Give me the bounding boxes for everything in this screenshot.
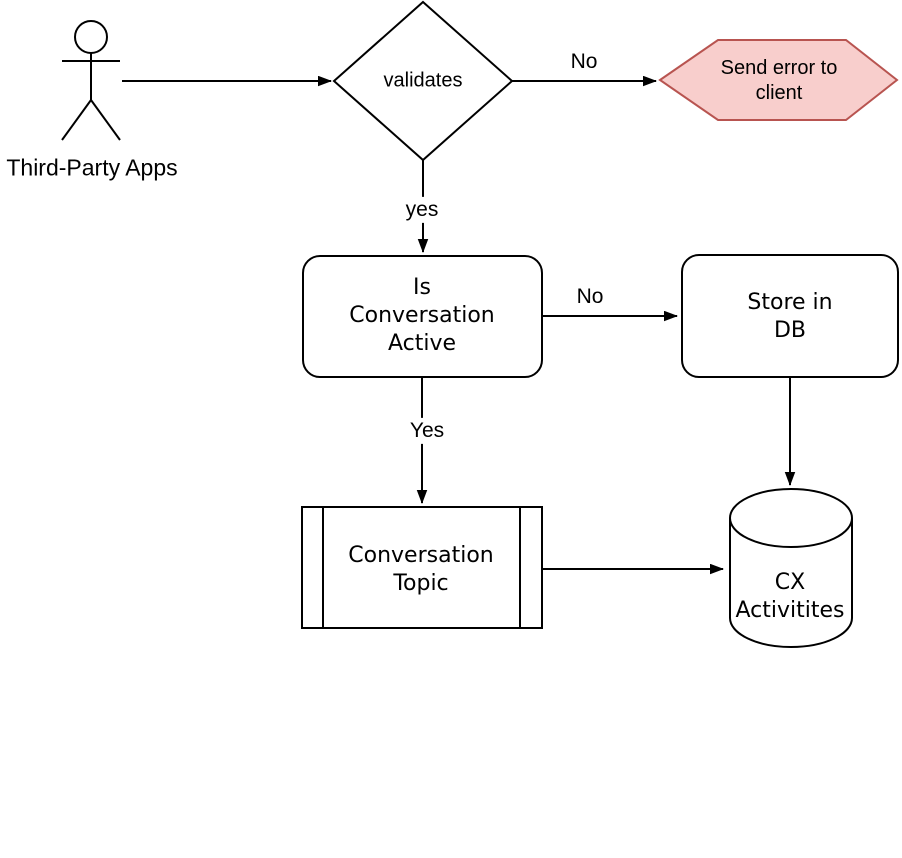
subprocess-conversation-topic-label: Conversation Topic xyxy=(348,543,494,596)
process-is-conversation-active-label: Is Conversation Active xyxy=(349,275,495,356)
edge-label-active-yes: Yes xyxy=(406,417,448,445)
database-top-ellipse xyxy=(729,488,853,548)
database-cx-activitites-label: CX Activitites xyxy=(735,570,845,623)
actor-leg-left xyxy=(61,99,92,141)
actor-leg-right xyxy=(90,99,121,141)
decision-validates-label: validates xyxy=(383,69,463,92)
actor-head xyxy=(74,20,108,54)
process-is-conversation-active-shape xyxy=(302,255,543,378)
database-cx-activitites-shape xyxy=(729,488,853,648)
actor-label: Third-Party Apps xyxy=(6,154,178,181)
subprocess-conversation-topic-shape xyxy=(301,506,543,629)
process-store-in-db-shape xyxy=(681,254,899,378)
edge-label-active-no: No xyxy=(573,283,607,311)
decision-validates-shape xyxy=(332,0,514,162)
actor-figure xyxy=(61,20,121,141)
process-store-in-db-label: Store in DB xyxy=(747,290,833,343)
edge-label-validates-no: No xyxy=(567,48,601,76)
hexagon-send-error-label: Send error to client xyxy=(720,57,838,104)
hexagon-send-error-shape xyxy=(658,39,899,121)
edge-label-validates-yes: yes xyxy=(402,196,442,224)
